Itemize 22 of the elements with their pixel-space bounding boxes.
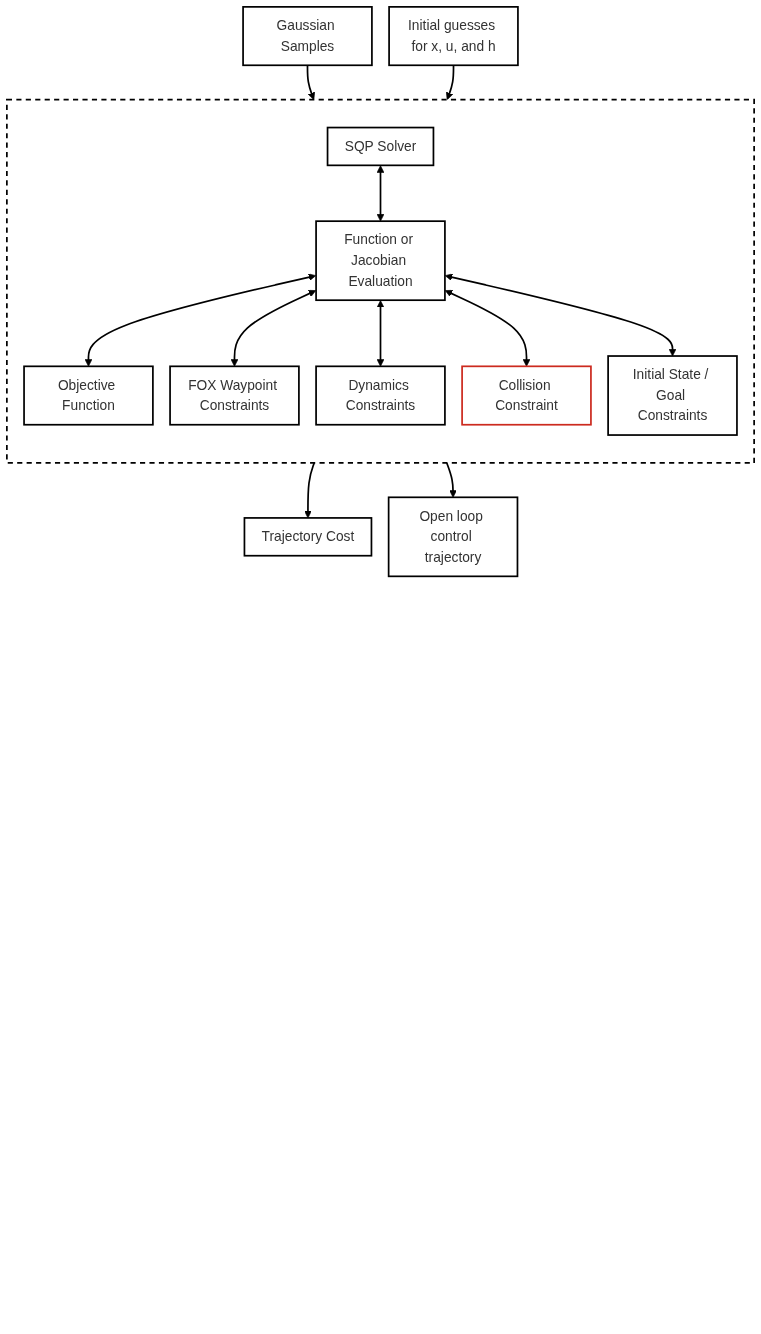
node-box: Dynamics Constraints [315, 365, 446, 426]
arrow [446, 64, 455, 100]
arrow [306, 64, 315, 100]
arrow [376, 165, 385, 222]
node-box: Objective Function [23, 365, 154, 426]
node-box: Open loop control trajectory [387, 496, 519, 578]
node-box: Function or Jacobian Evaluation [315, 220, 446, 302]
arrow [444, 290, 531, 367]
node-box: Trajectory Cost [243, 517, 373, 557]
node-box: Initial guesses for x, u, and h [388, 6, 519, 67]
node-box: SQP Solver [326, 126, 435, 167]
node-box: Collision Constraint [461, 365, 592, 426]
cluster [6, 98, 755, 464]
arrow [304, 462, 316, 519]
arrow [376, 300, 385, 367]
arrow [444, 273, 677, 357]
arrow [84, 273, 317, 367]
node-box: FOX Waypoint Constraints [169, 365, 300, 426]
arrow [230, 290, 317, 367]
arrow [445, 462, 457, 498]
node-box: Initial State / Goal Constraints [607, 355, 738, 436]
node-box: Gaussian Samples [242, 6, 373, 67]
